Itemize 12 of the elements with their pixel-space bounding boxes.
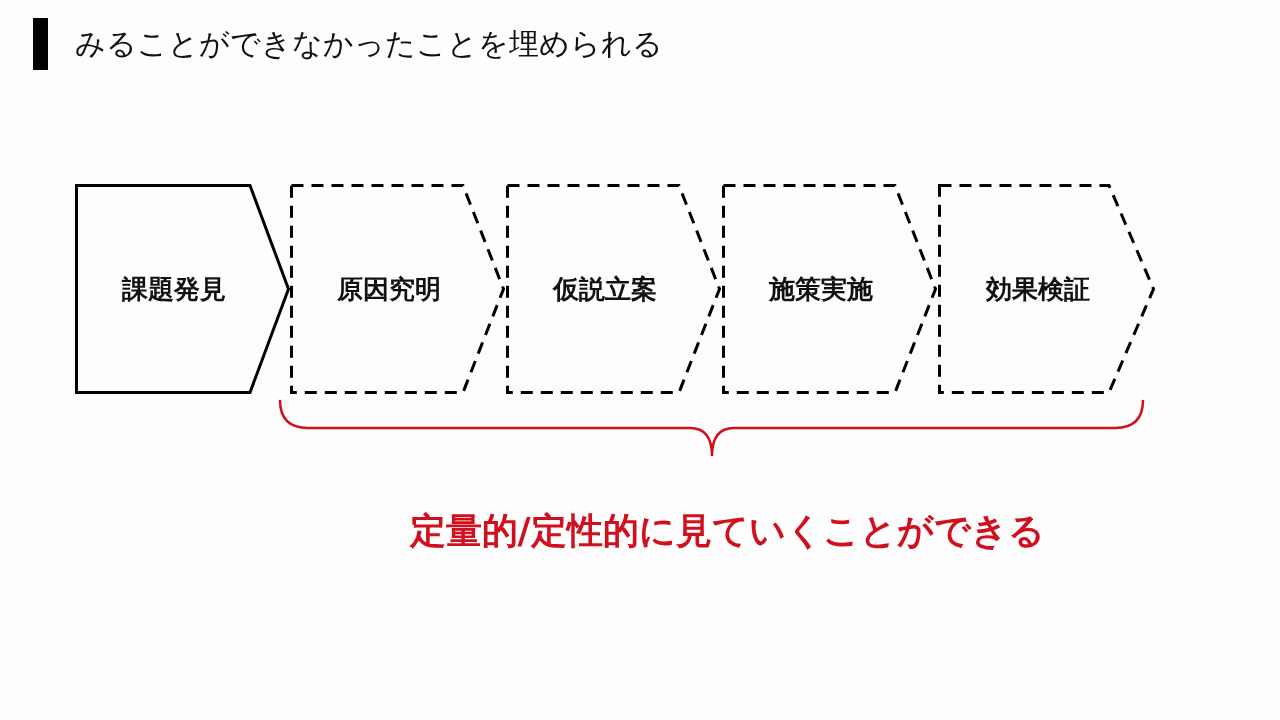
step-label: 課題発見 <box>120 273 227 306</box>
step-label: 施策実施 <box>767 273 874 306</box>
summary-text: 定量的/定性的に見ていくことができる <box>409 509 1045 553</box>
step-label: 仮説立案 <box>551 273 658 306</box>
chevron-shape <box>75 184 290 394</box>
step-label: 原因究明 <box>335 273 442 306</box>
chevron-shape <box>722 184 937 394</box>
chevron-shape <box>290 184 505 394</box>
chevron-shape <box>506 184 721 394</box>
chevron-shape <box>938 184 1155 394</box>
step-label: 効果検証 <box>984 273 1091 306</box>
slide-title: みることができなかったことを埋められる <box>75 25 663 63</box>
